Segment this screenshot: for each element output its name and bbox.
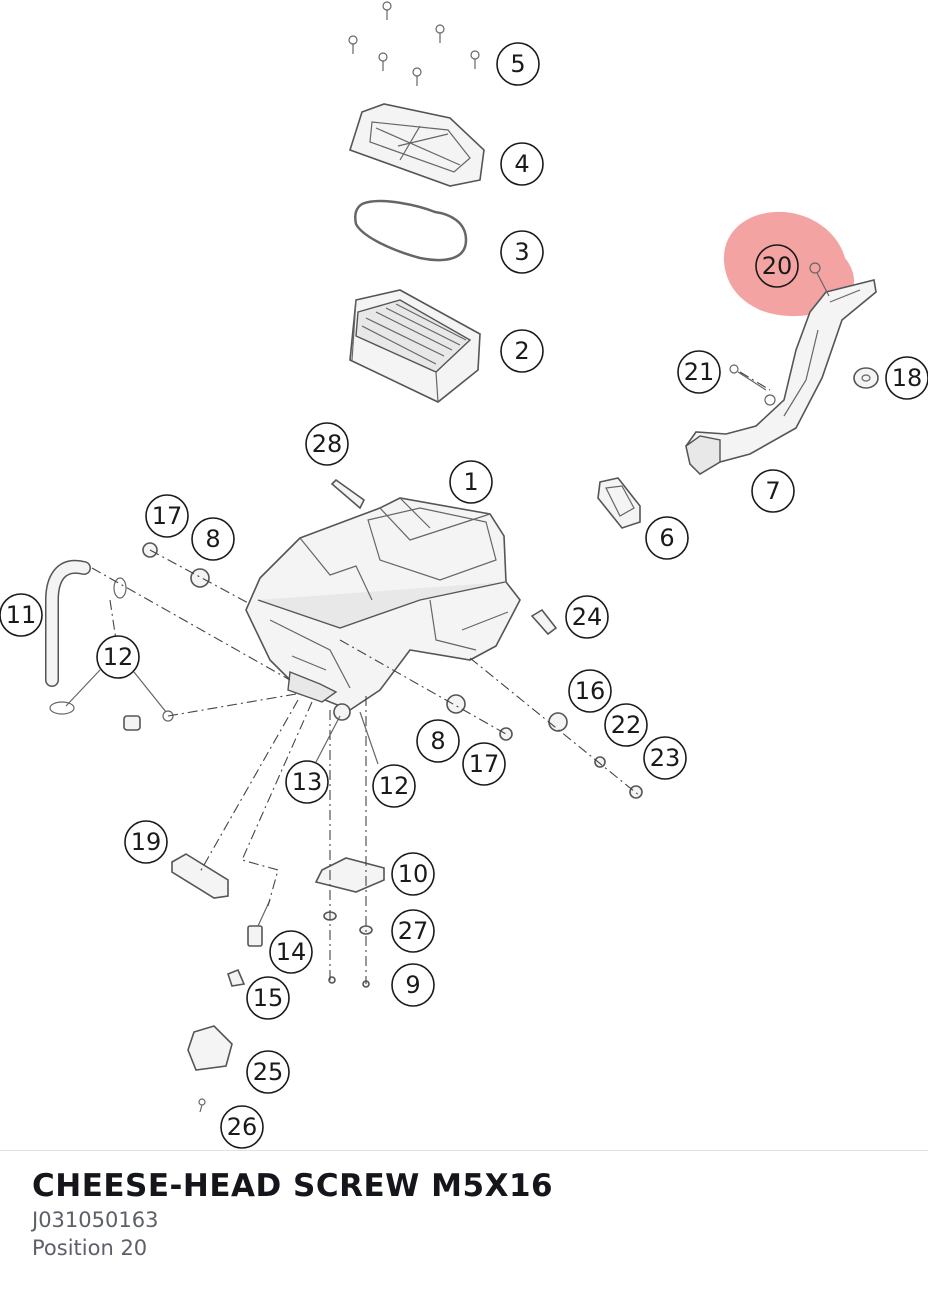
- callout-18[interactable]: 18: [885, 356, 928, 400]
- part-number: J031050163: [32, 1208, 159, 1232]
- callout-23[interactable]: 23: [643, 736, 687, 780]
- callouts: 1 2 3 4 5 6 7 8 8 9 10 11 12 12 13 14 15…: [0, 42, 928, 1149]
- svg-text:12: 12: [379, 772, 410, 800]
- right-fasteners: [333, 694, 643, 799]
- part-name: CHEESE-HEAD SCREW M5X16: [32, 1168, 554, 1204]
- sensor-19: [171, 853, 229, 899]
- svg-text:17: 17: [152, 502, 183, 530]
- svg-text:9: 9: [405, 971, 420, 999]
- callout-6[interactable]: 6: [645, 516, 689, 560]
- screws-group: [348, 1, 480, 86]
- callout-10[interactable]: 10: [391, 852, 435, 896]
- assembly-lines: [91, 371, 771, 984]
- svg-text:23: 23: [650, 744, 681, 772]
- filter-cover: [349, 103, 485, 187]
- svg-text:13: 13: [292, 768, 323, 796]
- callout-12b[interactable]: 12: [372, 764, 416, 808]
- svg-text:27: 27: [398, 917, 429, 945]
- screw-26: [198, 1098, 206, 1113]
- svg-text:4: 4: [514, 150, 529, 178]
- clip-15: [227, 968, 246, 987]
- leader-lines: [65, 669, 379, 765]
- svg-text:19: 19: [131, 828, 162, 856]
- screw-21: [729, 364, 767, 391]
- callout-19[interactable]: 19: [124, 820, 168, 864]
- highlight-marker: [723, 211, 855, 317]
- callout-20[interactable]: 20: [755, 244, 799, 288]
- svg-text:6: 6: [659, 524, 674, 552]
- bracket-25: [187, 1025, 233, 1071]
- callout-2[interactable]: 2: [500, 329, 544, 373]
- part-info-panel: CHEESE-HEAD SCREW M5X16 J031050163 Posit…: [32, 1166, 892, 1262]
- plug-parts: [123, 542, 210, 731]
- svg-text:20: 20: [762, 252, 793, 280]
- svg-text:24: 24: [572, 603, 603, 631]
- svg-text:10: 10: [398, 860, 429, 888]
- callout-14[interactable]: 14: [269, 930, 313, 974]
- callout-17b[interactable]: 17: [462, 742, 506, 786]
- intake-duct: [685, 279, 877, 476]
- airbox-housing: [245, 497, 521, 711]
- svg-text:18: 18: [892, 364, 923, 392]
- air-filter-element: [349, 289, 481, 403]
- callout-4[interactable]: 4: [500, 142, 544, 186]
- callout-24[interactable]: 24: [565, 595, 609, 639]
- callout-17[interactable]: 17: [145, 494, 189, 538]
- svg-text:21: 21: [684, 358, 715, 386]
- callout-12[interactable]: 12: [96, 635, 140, 679]
- svg-text:25: 25: [253, 1058, 284, 1086]
- callout-27[interactable]: 27: [391, 909, 435, 953]
- gasket-ring: [354, 199, 468, 262]
- svg-text:12: 12: [103, 643, 134, 671]
- svg-text:8: 8: [430, 727, 445, 755]
- exploded-parts-diagram: 1 2 3 4 5 6 7 8 8 9 10 11 12 12 13 14 15…: [0, 1, 928, 1149]
- svg-text:22: 22: [611, 711, 642, 739]
- callout-3[interactable]: 3: [500, 230, 544, 274]
- callout-8b[interactable]: 8: [416, 719, 460, 763]
- sensor-14: [247, 899, 271, 947]
- callout-9[interactable]: 9: [391, 963, 435, 1007]
- grommet-18: [853, 367, 879, 389]
- callout-26[interactable]: 26: [220, 1105, 264, 1149]
- panel-divider: [0, 1150, 928, 1151]
- rubber-boot: [597, 477, 641, 529]
- callout-7[interactable]: 7: [751, 469, 795, 513]
- callout-28[interactable]: 28: [305, 422, 349, 466]
- plate-10: [314, 857, 385, 893]
- svg-text:16: 16: [575, 677, 606, 705]
- svg-text:14: 14: [276, 938, 307, 966]
- callout-15[interactable]: 15: [246, 976, 290, 1020]
- callout-5[interactable]: 5: [496, 42, 540, 86]
- hose-11: [45, 559, 91, 687]
- svg-text:2: 2: [514, 337, 529, 365]
- clip-24: [530, 608, 558, 636]
- clip-part: [330, 478, 366, 510]
- svg-text:3: 3: [514, 238, 529, 266]
- svg-text:17: 17: [469, 750, 500, 778]
- screw-20: [809, 262, 830, 297]
- callout-1[interactable]: 1: [449, 460, 493, 504]
- callout-8[interactable]: 8: [191, 517, 235, 561]
- callout-11[interactable]: 11: [0, 593, 43, 637]
- callout-25[interactable]: 25: [246, 1050, 290, 1094]
- callout-16[interactable]: 16: [568, 669, 612, 713]
- callout-22[interactable]: 22: [604, 703, 648, 747]
- svg-text:5: 5: [510, 50, 525, 78]
- svg-text:7: 7: [765, 477, 780, 505]
- callout-21[interactable]: 21: [677, 350, 721, 394]
- part-position: Position 20: [32, 1236, 148, 1260]
- washers-27-9: [323, 911, 373, 988]
- svg-text:11: 11: [6, 601, 37, 629]
- svg-text:8: 8: [205, 525, 220, 553]
- svg-text:15: 15: [253, 984, 284, 1012]
- clamps-12: [49, 577, 174, 722]
- svg-text:26: 26: [227, 1113, 258, 1141]
- svg-text:1: 1: [463, 468, 478, 496]
- callout-13[interactable]: 13: [285, 760, 329, 804]
- svg-text:28: 28: [312, 430, 343, 458]
